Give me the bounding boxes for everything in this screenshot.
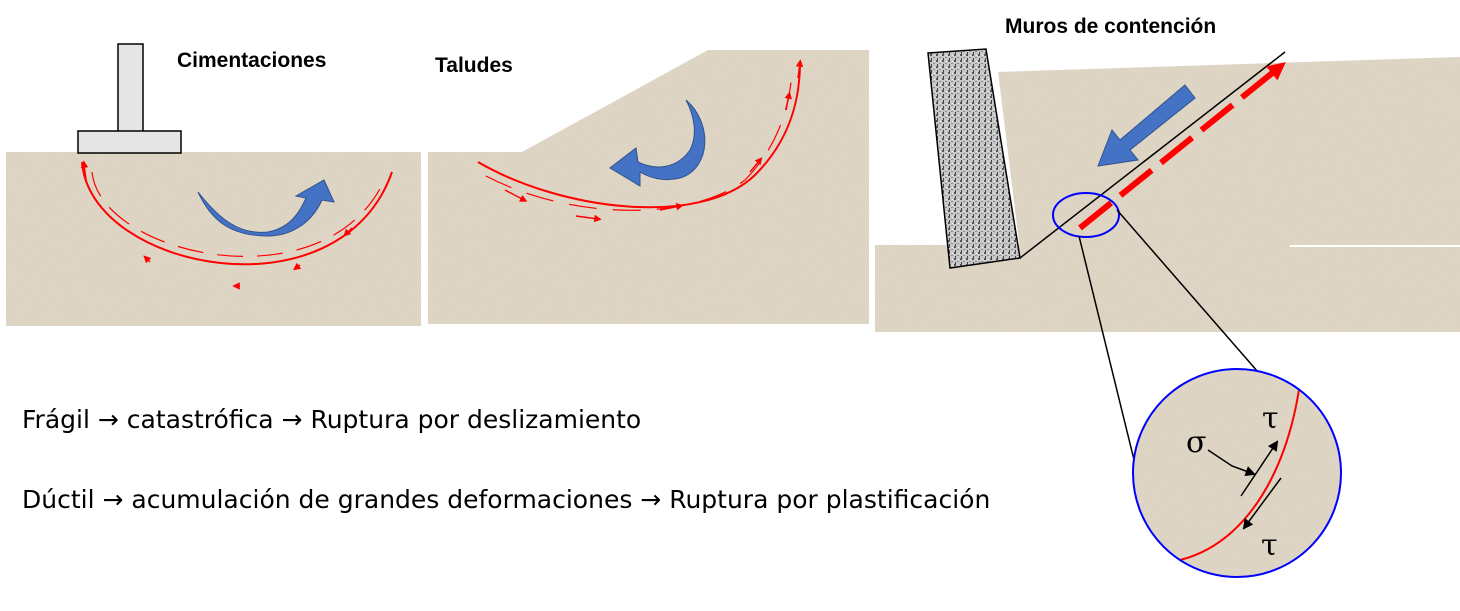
slopes-title: Taludes bbox=[435, 54, 513, 77]
wedge-push-arrow bbox=[1097, 84, 1196, 167]
sigma-symbol: σ bbox=[1186, 425, 1206, 460]
wall-heel-line bbox=[1019, 51, 1286, 259]
footing bbox=[77, 43, 182, 154]
shear-arrow-down bbox=[1242, 477, 1282, 530]
retaining-walls-title: Muros de contención bbox=[1005, 15, 1217, 38]
foundation-rotation-arrow bbox=[197, 179, 335, 237]
tau-top-symbol: τ bbox=[1262, 401, 1279, 436]
zoom-marker-circle bbox=[1052, 192, 1120, 238]
zoom-leader-right bbox=[1116, 209, 1259, 373]
slopes-panel bbox=[428, 50, 869, 324]
zoom-circle-outline bbox=[1132, 368, 1342, 578]
ductile-failure-caption: Dúctil → acumulación de grandes deformac… bbox=[22, 485, 991, 514]
foundation-slip-offset bbox=[91, 171, 383, 257]
foundations-title: Cimentaciones bbox=[177, 49, 327, 72]
foundations-panel bbox=[6, 43, 421, 326]
zoom-leader-left bbox=[1078, 235, 1138, 473]
stress-zoom-detail: σ τ τ bbox=[1132, 368, 1342, 578]
active-wedge-arrow bbox=[1078, 62, 1286, 231]
slope-slip-surface bbox=[477, 61, 801, 209]
shear-arrow-up bbox=[1240, 440, 1279, 497]
retaining-wall-panel bbox=[875, 48, 1460, 473]
brittle-failure-caption: Frágil → catastrófica → Ruptura por desl… bbox=[22, 405, 642, 434]
tau-bottom-symbol: τ bbox=[1261, 528, 1278, 563]
foundation-slip-surface bbox=[81, 161, 393, 266]
slope-rotation-arrow bbox=[609, 99, 706, 187]
normal-stress-arrow bbox=[1207, 449, 1256, 477]
